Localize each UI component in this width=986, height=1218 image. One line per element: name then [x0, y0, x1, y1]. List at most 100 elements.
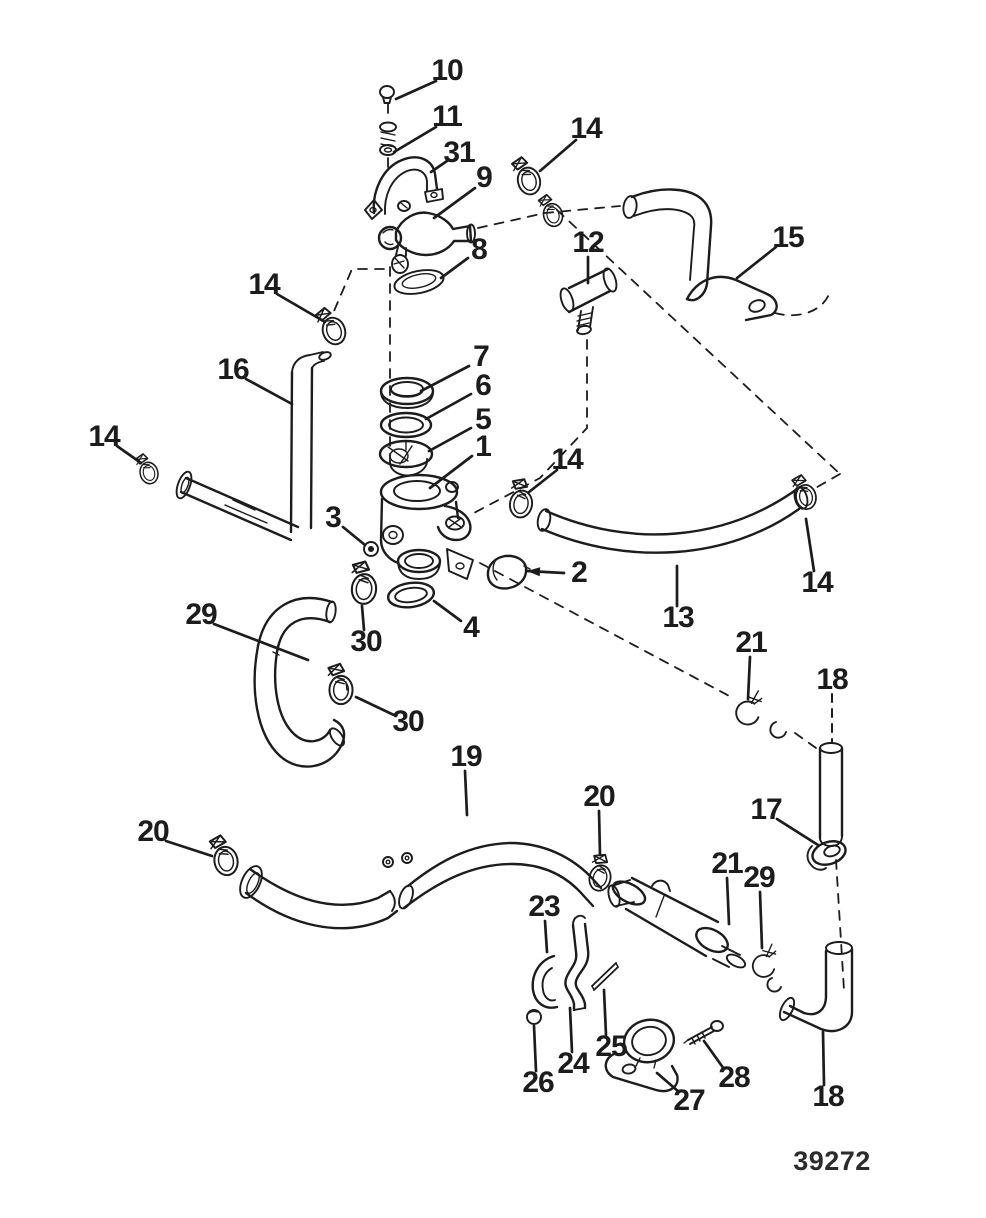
- callout-leader: [735, 245, 778, 280]
- part-21-fitting-body: [607, 876, 747, 969]
- callout-leader: [419, 364, 471, 393]
- callout-leader: [341, 525, 367, 547]
- callout-label: 14: [570, 112, 603, 145]
- callout-label: 18: [816, 663, 848, 696]
- callout-label: 14: [88, 420, 121, 453]
- callout-leader: [428, 454, 474, 490]
- part-18-elbow-hose-lower: [778, 941, 854, 1033]
- callout-label: 6: [475, 369, 491, 402]
- part-9-outlet-elbow: [377, 200, 476, 274]
- callout-label: 7: [473, 340, 489, 373]
- callout-label: 24: [557, 1047, 590, 1080]
- callout-leader: [164, 839, 214, 858]
- part-4-gasket-ring: [386, 581, 436, 609]
- callout-leader: [775, 817, 820, 847]
- callout-leader: [543, 919, 549, 954]
- part-11-washer-and-spring: [379, 121, 397, 156]
- part-7-cap: [379, 376, 435, 409]
- callout-label: 25: [595, 1030, 627, 1063]
- callout-leader: [427, 426, 473, 453]
- callout-label: 29: [185, 598, 217, 631]
- part-21-pinch-clamps: [731, 689, 787, 993]
- callout-label: 9: [476, 161, 492, 194]
- callout-label: 21: [711, 847, 743, 880]
- part-23-bracket-half: [531, 954, 559, 1009]
- construction-lines: [333, 103, 845, 991]
- callout-leader: [429, 159, 449, 174]
- callout-leader: [597, 809, 602, 857]
- part-16-hose: [175, 351, 332, 542]
- part-19-hose-rear: [398, 841, 603, 910]
- callout-leader: [804, 517, 816, 573]
- callout-label: 2: [571, 556, 587, 589]
- callout-label: 17: [750, 793, 782, 826]
- part-27-p-clamp: [604, 1018, 679, 1093]
- part-14-hose-clamps: [133, 153, 819, 521]
- callout-leader: [746, 655, 752, 701]
- part-31-bracket: [364, 156, 444, 220]
- part-3-drain-plug: [363, 541, 379, 557]
- callout-leader: [538, 138, 578, 173]
- callout-label: 18: [812, 1080, 844, 1113]
- callout-leader: [655, 1071, 681, 1094]
- drawing-number: 39272: [793, 1146, 871, 1176]
- callout-leader: [360, 604, 366, 632]
- callout-leader: [432, 186, 477, 220]
- callout-arrowhead: [527, 567, 541, 577]
- part-10-screw: [379, 85, 395, 104]
- part-26-ball: [526, 1009, 542, 1025]
- callout-leader: [354, 695, 398, 718]
- part-29-molded-hose: [253, 597, 348, 768]
- callout-leader: [424, 392, 473, 421]
- callout-label: 30: [350, 625, 382, 658]
- part-25-pin: [591, 962, 619, 991]
- part-5-thermostat: [378, 439, 434, 477]
- callout-label: 31: [443, 136, 475, 169]
- callout-label: 12: [572, 226, 604, 259]
- callout-label: 13: [662, 601, 694, 634]
- part-1-thermostat-housing: [379, 473, 474, 580]
- callout-label: 3: [325, 501, 341, 534]
- part-6-seal-ring: [379, 411, 433, 439]
- callout-label: 29: [743, 861, 775, 894]
- part-20-hose-clamps: [208, 832, 618, 894]
- callout-label: 10: [431, 54, 463, 87]
- callout-label: 8: [471, 233, 487, 266]
- part-24-bracket-half: [564, 914, 590, 1012]
- callout-leader: [392, 125, 438, 154]
- callout-label: 14: [801, 566, 834, 599]
- callout-leader: [463, 769, 469, 817]
- callout-label: 26: [522, 1066, 554, 1099]
- callout-leader: [432, 599, 463, 623]
- callout-leader: [394, 79, 438, 101]
- callout-label: 11: [432, 100, 462, 133]
- callout-label: 1: [475, 430, 491, 463]
- callout-leader: [275, 292, 327, 324]
- callout-label: 21: [735, 626, 767, 659]
- callout-label: 27: [673, 1084, 705, 1117]
- callout-leader: [439, 256, 470, 280]
- callout-label: 20: [583, 780, 615, 813]
- callout-label: 30: [392, 705, 424, 738]
- callout-label: 19: [450, 740, 482, 773]
- callout-leader: [115, 444, 143, 465]
- callout-label: 16: [217, 353, 249, 386]
- callout-leader: [821, 1030, 826, 1087]
- callout-leader: [532, 1024, 538, 1073]
- part-2-cap: [486, 554, 531, 590]
- callout-label: 20: [137, 815, 169, 848]
- callout-label: 28: [718, 1061, 750, 1094]
- callout-label: 14: [551, 443, 584, 476]
- part-18-tube-upper: [818, 742, 844, 847]
- part-19-hose-front: [239, 856, 399, 930]
- callout-label: 15: [772, 221, 804, 254]
- part-15-exhaust-hose: [622, 188, 778, 322]
- callout-leader: [758, 890, 764, 950]
- part-13-hose: [536, 485, 809, 554]
- callout-label: 5: [475, 403, 491, 436]
- callout-label: 23: [528, 890, 560, 923]
- callout-leader: [702, 1039, 726, 1071]
- callout-leader: [212, 622, 310, 662]
